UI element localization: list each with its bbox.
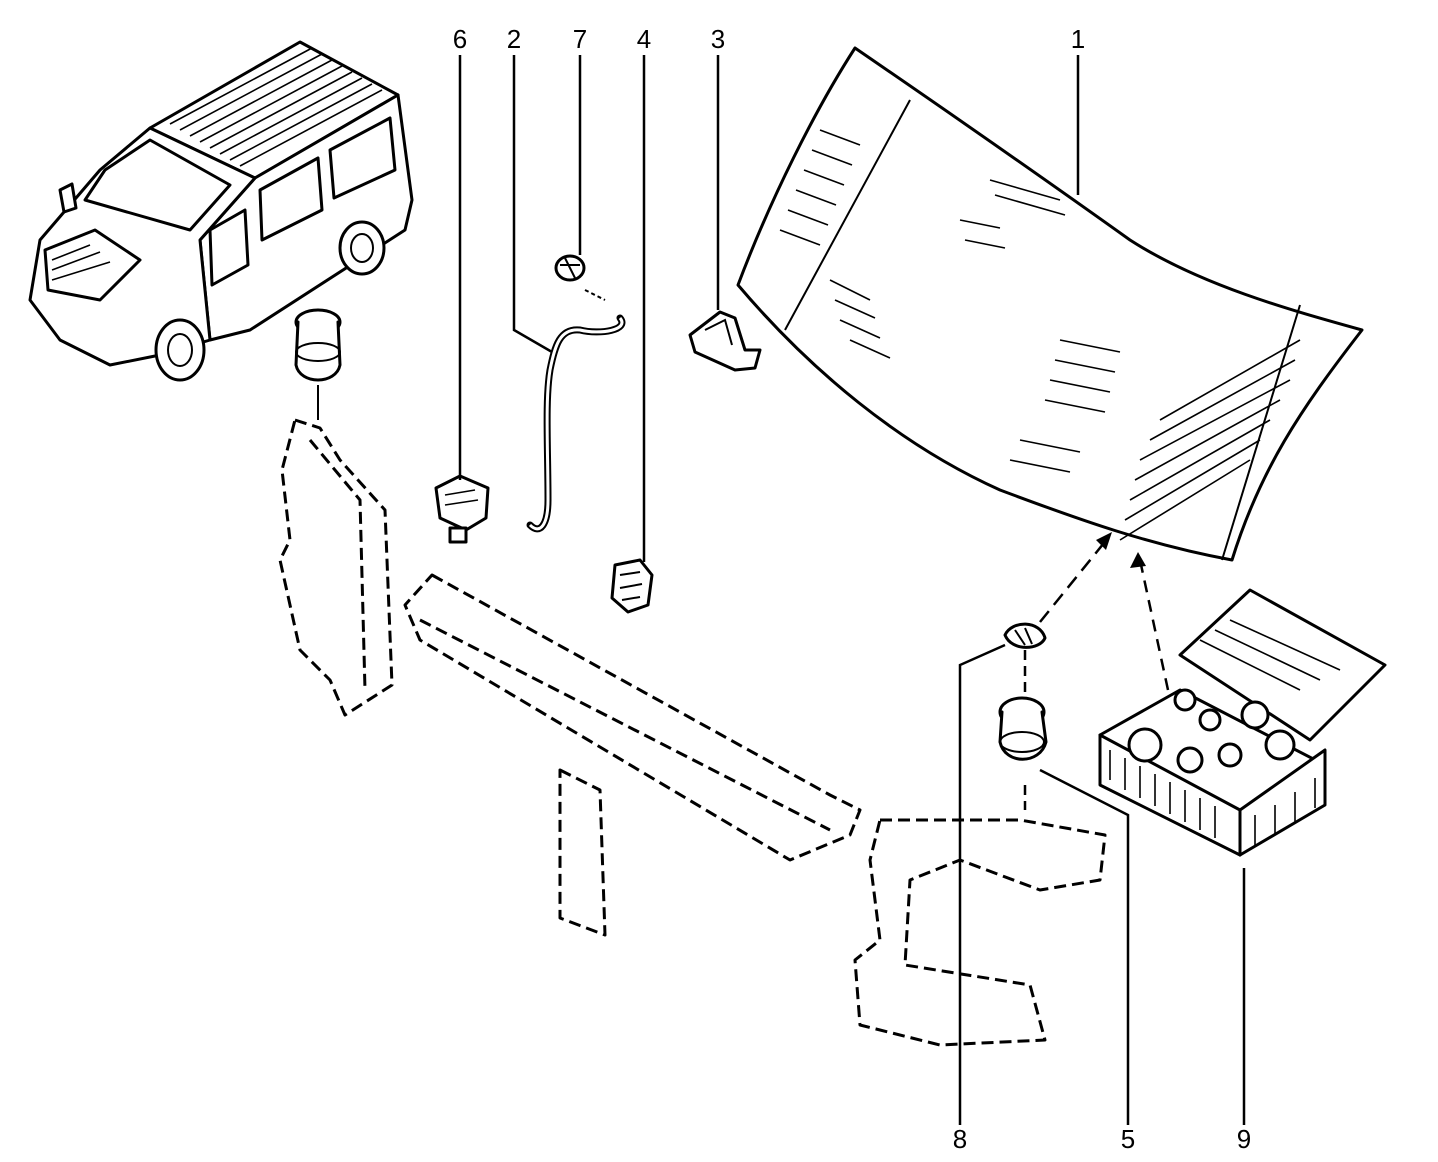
clip-part-8 <box>1003 622 1047 649</box>
windshield-shading <box>779 129 1301 541</box>
callout-3: 3 <box>711 24 725 54</box>
callout-4: 4 <box>637 24 651 54</box>
windshield-part <box>736 46 1364 562</box>
clip-part-6 <box>434 474 490 544</box>
clip-part-7 <box>554 254 606 301</box>
callout-1: 1 <box>1071 24 1085 54</box>
clip-part-4 <box>610 558 654 614</box>
van-illustration <box>28 40 414 382</box>
grommet-part-5 <box>998 696 1048 761</box>
callout-5: 5 <box>1121 1124 1135 1154</box>
callout-8: 8 <box>953 1124 967 1154</box>
callout-9: 9 <box>1237 1124 1251 1154</box>
leader-lines <box>458 55 1246 1125</box>
washer-hose-part <box>526 314 626 533</box>
callout-2: 2 <box>507 24 521 54</box>
callout-7: 7 <box>573 24 587 54</box>
mirror-mount-part <box>688 310 762 372</box>
body-structure-outline <box>278 418 1107 1047</box>
grommet-left <box>294 308 342 420</box>
parts-box-9 <box>1098 588 1387 857</box>
callout-6: 6 <box>453 24 467 54</box>
